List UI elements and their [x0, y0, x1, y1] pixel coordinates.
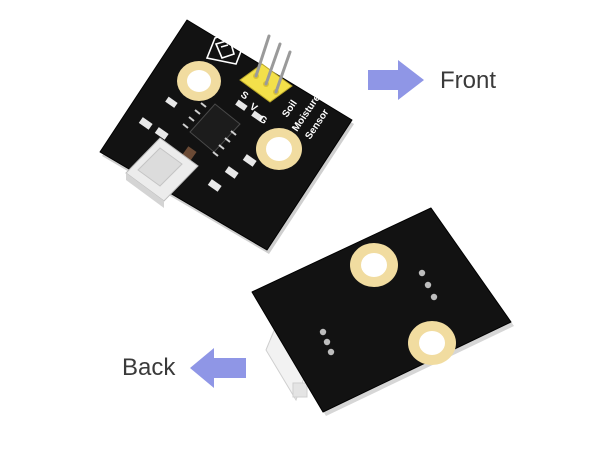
back-label: Back: [122, 354, 176, 381]
back-mounting-hole-top: [350, 243, 398, 287]
pin-header: [239, 34, 293, 103]
smd-components: [138, 96, 264, 192]
back-arrow-icon: [190, 348, 246, 388]
back-pcb: [251, 207, 512, 413]
front-mounting-hole-bottom: [256, 128, 302, 170]
front-label: Front: [440, 67, 497, 94]
front-mounting-hole-top: [177, 61, 221, 101]
back-board: [251, 207, 514, 416]
front-arrow-icon: [368, 60, 424, 100]
front-board: S V G Soil Moisture Sensor: [99, 19, 354, 254]
back-solder-pads: [319, 269, 438, 356]
ic-chip: [182, 102, 241, 157]
front-connector: [125, 137, 199, 208]
board-logo-icon: [205, 31, 244, 65]
back-mounting-hole-bottom: [408, 321, 456, 365]
